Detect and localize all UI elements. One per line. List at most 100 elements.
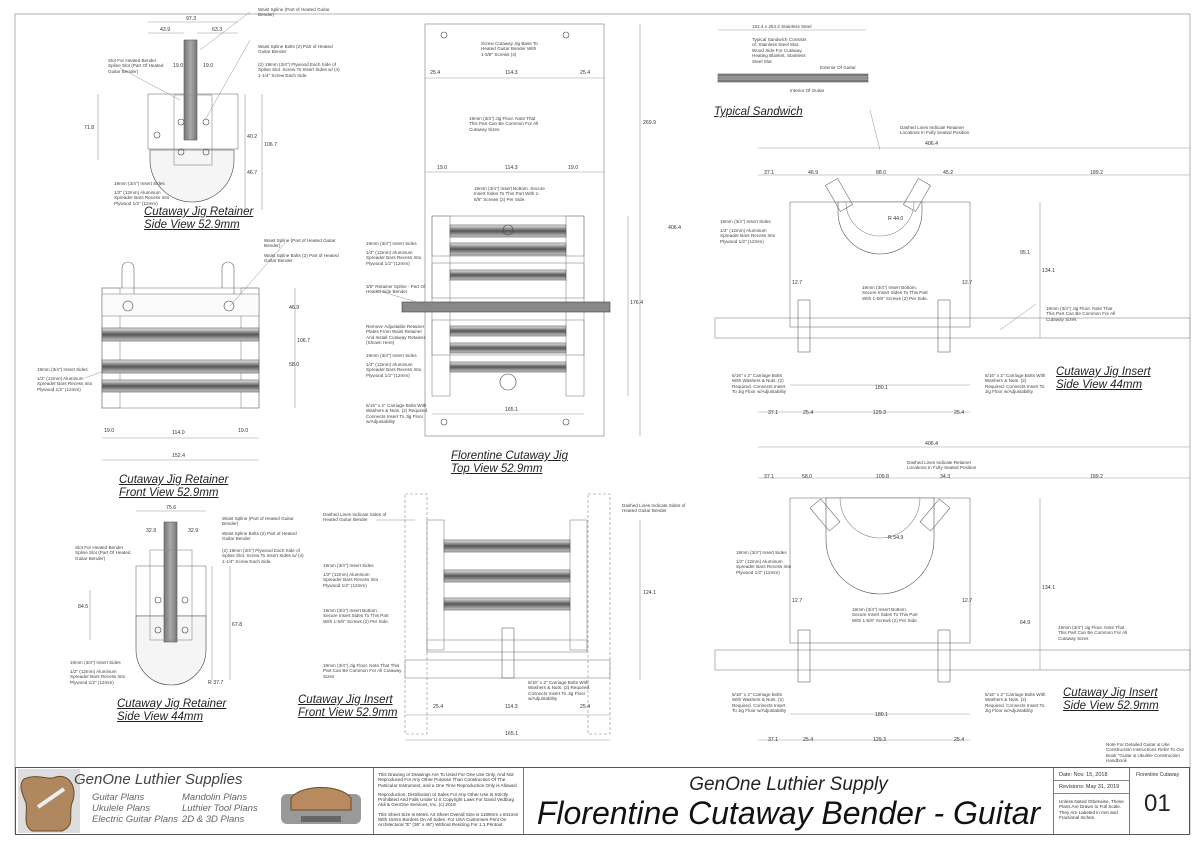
- note-slot-3: Slot For Heated Bender Spline Slot (Part…: [75, 545, 131, 561]
- brand-cell: GenOne Luthier Supplies Guitar Plans Uku…: [16, 768, 374, 834]
- dim-label: 19.0: [203, 63, 214, 69]
- dim-label: 88.0: [876, 170, 887, 176]
- dim-label: 84.5: [78, 604, 89, 610]
- dim-label: 406.4: [925, 141, 938, 147]
- dim-label: 114.3: [505, 165, 518, 171]
- dim-label: 25.4: [433, 704, 444, 710]
- note-insert-sides-8: 19mm (3/4") Insert Sides: [736, 550, 787, 555]
- dim-label: 46.9: [289, 305, 300, 311]
- dim-label: 109.8: [876, 474, 889, 480]
- note-waist-spline-2: Waist Spline (Part of Heated Guitar Bend…: [264, 238, 336, 249]
- note-spreader-6: 1/2" (12mm) Aluminum Spreader Bars Reces…: [323, 572, 379, 588]
- note-slot: Slot For Heated Bender Spline Slot (Part…: [108, 58, 164, 74]
- insert-side-44-drawing: [714, 147, 1191, 413]
- view-label-insert-front: Cutaway Jig Insert: [298, 694, 393, 706]
- dim-label: 124.1: [643, 590, 656, 596]
- note-carriage-1: 5/16" x 2" Carriage Bolts With Washers &…: [366, 403, 429, 425]
- note-interior: Interior Of Guitar: [790, 88, 825, 93]
- dim-label: 165.1: [505, 731, 518, 737]
- insert-side-52-drawing: [714, 446, 1191, 741]
- note-insert-sides-7: 19mm (3/4") Insert Sides: [720, 219, 771, 224]
- project-title: Florentine Cutaway Bender - Guitar: [536, 795, 1041, 831]
- view-label-insert-side-52: Cutaway Jig Insert: [1063, 687, 1158, 699]
- dim-label: 43.9: [160, 27, 171, 33]
- dim-label: 25.4: [954, 737, 965, 743]
- insert-front-drawing: [404, 493, 641, 741]
- note-detailed: Note For Detailed Guitar & Uke Construct…: [1106, 742, 1185, 764]
- dim-label: R 54.9: [888, 535, 904, 541]
- dim-label: 67.8: [232, 622, 243, 628]
- meta-cell: Date: Nov. 15, 2018 Revisions: May 31, 2…: [1054, 768, 1130, 834]
- note-dashed-retainer-1: Dashed Lines Indicate Retainer Locations…: [900, 125, 970, 136]
- dim-label: 19.0: [437, 165, 448, 171]
- note-remove-plates: Remove Adjustable Retainer Plates From W…: [366, 324, 426, 346]
- note-carriage-3: 5/16" x 2" Carriage Bolts With Washers &…: [732, 373, 787, 395]
- dim-label: 46.9: [808, 170, 819, 176]
- dim-label: 37.1: [764, 170, 775, 176]
- dim-label: 114.3: [505, 704, 518, 710]
- bender-photo: [281, 787, 361, 824]
- dim-label: 19.0: [173, 63, 184, 69]
- dim-label: 25.4: [580, 704, 591, 710]
- view-label-retainer-side-52: Cutaway Jig Retainer: [144, 206, 254, 218]
- dim-label: 12.7: [962, 280, 973, 286]
- note-carriage-2: 5/16" x 2" Carriage Bolts With Washers &…: [528, 680, 591, 702]
- dim-label: 114.0: [172, 430, 185, 436]
- dim-label: 25.4: [803, 737, 814, 743]
- dim-label: 189.2: [1090, 474, 1103, 480]
- note-insert-sides-3: 19mm (3/4") Insert Sides: [70, 660, 121, 665]
- dim-label: 25.4: [954, 410, 965, 416]
- note-insert-bottom-4: 19mm (3/4") Insert Bottom. Secure Insert…: [852, 607, 918, 623]
- dim-label: 25.4: [580, 70, 591, 76]
- dim-label: 37.1: [764, 474, 775, 480]
- note-steel: 152.4 x 254.4 Stainless Steel: [752, 24, 812, 29]
- note-carriage-4: 5/16" x 2" Carriage Bolts With Washers &…: [985, 373, 1046, 395]
- view-sublabel-retainer-side-52: Side View 52.9mm: [144, 219, 240, 231]
- dim-label: 25.4: [430, 70, 441, 76]
- note-insert-bottom-3: 19mm (3/4") Insert Bottom. Secure Insert…: [862, 285, 928, 301]
- note-insert-bottom-2: 19mm (3/4") Insert Bottom. Secure Insert…: [323, 608, 389, 624]
- note-spline-bolts-2: Waist Spline Bolts (2) Part of Heated Gu…: [264, 253, 339, 264]
- dim-label: 180.1: [875, 712, 888, 718]
- view-sublabel-retainer-front: Front View 52.9mm: [119, 487, 219, 499]
- dim-label: 129.3: [873, 737, 886, 743]
- brand-name: GenOne Luthier Supplies: [74, 771, 243, 788]
- legal-paragraph-3: This Sheet Size Is Metric A3 Sheet Overa…: [378, 811, 519, 828]
- note-spreader-8: 1/2" (12mm) Aluminum Spreader Bars Reces…: [736, 559, 792, 575]
- dim-label: 34.3: [940, 474, 951, 480]
- retainer-side-44-drawing: [89, 510, 231, 686]
- category-luthier-tool: Luthier Tool Plans: [182, 803, 258, 814]
- dim-label: 75.6: [166, 505, 177, 511]
- leader-lines: [84, 11, 1037, 521]
- dim-label: 12.7: [792, 280, 803, 286]
- note-insert-sides-2: 19mm (3/4") Insert Sides: [37, 367, 88, 372]
- view-sublabel-retainer-side-44: Side View 44mm: [117, 711, 204, 723]
- sheet-number: 01: [1144, 790, 1171, 817]
- dim-label: 406.4: [925, 441, 938, 447]
- note-insert-sides-1: 19mm (3/4") Insert Sides: [114, 181, 165, 186]
- dim-label: 19.0: [104, 428, 115, 434]
- dim-label: 129.3: [873, 410, 886, 416]
- dim-label: 165.1: [505, 407, 518, 413]
- note-spreader-7: 1/2" (12mm) Aluminum Spreader Bars Reces…: [720, 228, 776, 244]
- dim-label: 46.7: [247, 170, 258, 176]
- dim-label: 95.1: [1020, 250, 1031, 256]
- guitar-body-logo: [18, 769, 80, 833]
- category-mandolin: Mandolin Plans: [182, 792, 247, 803]
- view-label-retainer-side-44: Cutaway Jig Retainer: [117, 698, 227, 710]
- dim-label: 58.0: [802, 474, 813, 480]
- dim-label: 37.1: [768, 410, 779, 416]
- dim-label: 12.7: [792, 598, 803, 604]
- dim-label: 106.7: [297, 338, 310, 344]
- note-spreader-2: 1/2" (12mm) Aluminum Spreader Bars Reces…: [37, 376, 93, 392]
- legal-paragraph-2: Reproduction, Distribution or Sales For …: [378, 791, 515, 808]
- sheet-cell: Florentine Cutaway 01: [1130, 768, 1189, 834]
- dim-label: 152.4: [172, 453, 185, 459]
- view-sublabel-insert-front: Front View 52.9mm: [298, 707, 398, 719]
- note-spline-bolts-3: Waist Spline Bolts (2) Part of Heated Gu…: [222, 531, 297, 542]
- legal-text: This Drawing or Drawings Are To Used For…: [378, 772, 520, 828]
- note-insert-sides-5: 19mm (3/4") Insert Sides: [366, 353, 417, 358]
- units-note: Unless Noted Otherwise, These Plans Are …: [1059, 799, 1124, 820]
- note-floor-common-1: 19mm (3/4") Jig Floor. Note That This Pa…: [469, 116, 539, 132]
